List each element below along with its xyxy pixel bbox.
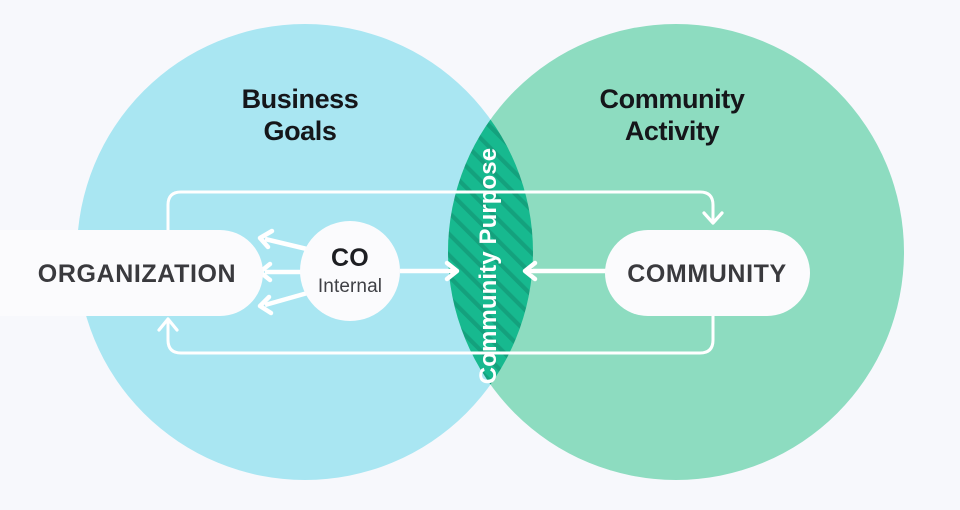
organization-node-label: ORGANIZATION bbox=[38, 260, 236, 288]
connector-co-to-organization-lower bbox=[264, 289, 312, 308]
left-circle-title-line1: Business bbox=[242, 84, 359, 114]
connector-co-to-organization-upper bbox=[264, 236, 312, 253]
co-internal-node-sublabel: Internal bbox=[318, 276, 382, 297]
right-circle-title-line2: Activity bbox=[625, 116, 720, 146]
community-node-pill[interactable] bbox=[605, 230, 810, 316]
arrowhead-co-to-organization-upper bbox=[257, 228, 275, 250]
co-internal-node-label: CO bbox=[331, 244, 369, 272]
community-node-label: COMMUNITY bbox=[627, 260, 787, 288]
left-circle-title-line2: Goals bbox=[263, 116, 336, 146]
co-internal-node-circle[interactable] bbox=[300, 221, 400, 321]
right-circle-title-line1: Community bbox=[600, 84, 745, 114]
arrowhead-up-to-organization bbox=[157, 317, 179, 332]
arrowhead-community-to-community-purpose bbox=[522, 260, 538, 282]
overlap-label-community-purpose: Community Purpose bbox=[475, 148, 502, 384]
connector-community-to-organization-bottom bbox=[166, 285, 715, 355]
organization-node-pill[interactable] bbox=[0, 230, 263, 316]
arrowhead-co-to-community-purpose bbox=[444, 260, 460, 282]
arrowhead-co-to-organization-lower bbox=[257, 294, 274, 316]
arrowhead-down-to-community bbox=[702, 211, 724, 225]
connector-organization-to-community-top bbox=[166, 190, 715, 234]
